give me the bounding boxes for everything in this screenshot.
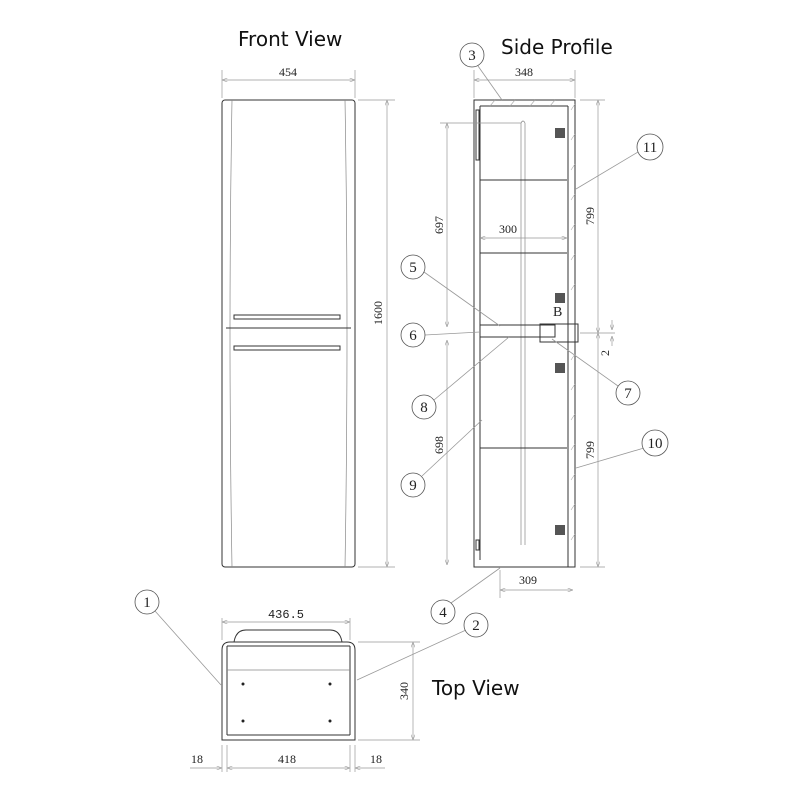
callout-9: 9 <box>400 472 426 498</box>
top-view: 436.5 340 18 418 18 <box>190 608 420 772</box>
detail-label-b: B <box>553 305 562 320</box>
callout-10: 10 <box>641 429 669 457</box>
top-width-dim: 436.5 <box>268 608 304 622</box>
svg-text:1: 1 <box>143 595 151 611</box>
svg-text:11: 11 <box>643 140 657 156</box>
left-panel-dim: 18 <box>191 752 203 766</box>
lower-handle <box>233 345 341 351</box>
inner-width-dim: 418 <box>278 752 296 766</box>
svg-text:5: 5 <box>409 260 417 276</box>
svg-text:2: 2 <box>472 618 480 634</box>
top-view-title: Top View <box>431 676 520 700</box>
svg-text:6: 6 <box>409 328 417 344</box>
upper-inner-dim: 697 <box>432 216 446 234</box>
top-depth-dim: 340 <box>397 682 411 700</box>
callout-5: 5 <box>400 254 426 280</box>
callout-2: 2 <box>463 612 489 638</box>
right-panel-dim: 18 <box>370 752 382 766</box>
front-view-title: Front View <box>238 27 342 51</box>
hinges <box>555 128 565 535</box>
side-profile: B 348 799 799 2 697 698 300 309 <box>432 65 615 598</box>
upper-height-dim: 799 <box>583 207 597 225</box>
shelf-depth-dim: 300 <box>499 222 517 236</box>
front-view: 454 1600 <box>221 65 395 568</box>
callout-4: 4 <box>430 599 456 625</box>
callout-1: 1 <box>134 589 160 615</box>
svg-text:8: 8 <box>420 400 428 416</box>
base-depth-dim: 309 <box>519 573 537 587</box>
svg-text:3: 3 <box>468 48 476 64</box>
callout-3: 3 <box>459 42 485 68</box>
front-height-dim: 1600 <box>371 301 385 325</box>
svg-text:4: 4 <box>439 605 447 621</box>
callouts: 1 2 3 4 5 6 7 8 9 10 11 <box>134 42 669 686</box>
side-depth-dim: 348 <box>515 65 533 79</box>
callout-8: 8 <box>411 394 437 420</box>
callout-7: 7 <box>615 380 641 406</box>
callout-11: 11 <box>636 133 664 161</box>
svg-text:10: 10 <box>648 436 663 452</box>
side-profile-title: Side Profile <box>501 35 613 59</box>
gap-dim: 2 <box>598 350 612 356</box>
front-width-dim: 454 <box>279 65 297 79</box>
callout-6: 6 <box>400 322 426 348</box>
upper-handle <box>233 314 341 320</box>
lower-inner-dim: 698 <box>432 436 446 454</box>
lower-height-dim: 799 <box>583 441 597 459</box>
svg-text:9: 9 <box>409 478 417 494</box>
svg-text:7: 7 <box>624 386 632 402</box>
